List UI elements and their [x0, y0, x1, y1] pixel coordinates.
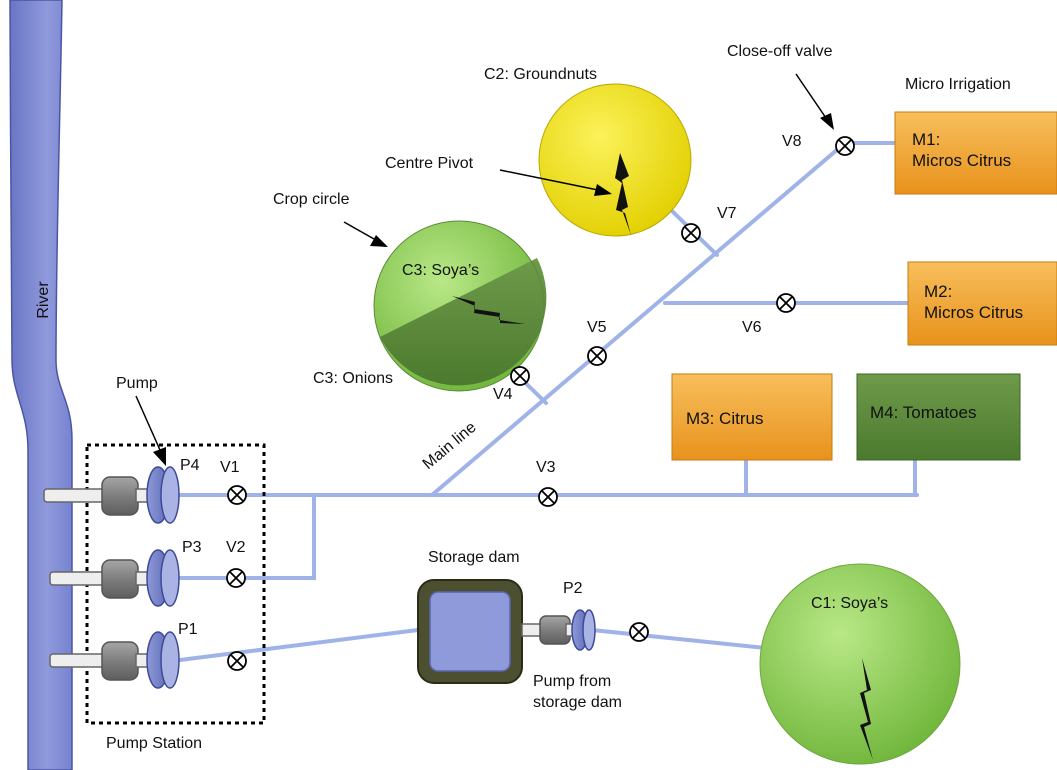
storage-dam-label: Storage dam: [428, 549, 520, 566]
valve-v6: [776, 293, 796, 313]
main-line-label: Main line: [420, 419, 480, 473]
box-m2: M2: Micros Citrus: [907, 261, 1057, 346]
valve-v3-label: V3: [536, 459, 556, 476]
pump-from-dam-line1: Pump from: [533, 673, 611, 690]
valve-v-p1: [227, 651, 247, 671]
c1-label: C1: Soya’s: [811, 595, 888, 612]
pump-p3: [49, 549, 180, 607]
pump-head-front: [160, 549, 180, 607]
c2-field: [538, 83, 692, 237]
crop-circle-arrow: [343, 221, 388, 247]
motor: [101, 641, 139, 681]
crop-circle-label: Crop circle: [273, 191, 350, 208]
centre-pivot-label: Centre Pivot: [385, 155, 474, 172]
box-m4: M4: Tomatoes: [856, 373, 1021, 461]
valve-v4-label: V4: [493, 386, 513, 403]
c1-field: [759, 563, 961, 765]
c3-soya-label: C3: Soya’s: [402, 262, 479, 279]
valve-v3: [538, 487, 558, 507]
m2-line1: M2:: [924, 282, 952, 301]
c3-onions-label: C3: Onions: [313, 370, 393, 387]
pipe-p3-connector: [178, 493, 316, 580]
centre-pivot-c1: [860, 658, 873, 760]
motor: [101, 476, 139, 516]
valve-v6-label: V6: [742, 319, 762, 336]
close-off-valve-arrow: [795, 73, 834, 130]
motor: [101, 559, 139, 599]
pump-p2-label: P2: [563, 580, 583, 597]
valve-v7: [681, 223, 701, 243]
pump-p1: [49, 631, 180, 689]
pump-head-front: [160, 466, 180, 524]
valve-v-c1: [629, 622, 649, 642]
valve-v1: [227, 485, 247, 505]
crop-circle-c1: [759, 563, 961, 765]
river-label: River: [35, 281, 52, 319]
pump-head-front: [160, 631, 180, 689]
valve-v2-label: V2: [226, 539, 246, 556]
box-m3: M3: Citrus: [671, 373, 833, 461]
m1-line1: M1:: [912, 130, 940, 149]
valve-v4: [510, 366, 530, 386]
pump-arrow: [135, 395, 166, 466]
m3-label: M3: Citrus: [686, 409, 763, 428]
m4-label: M4: Tomatoes: [870, 403, 976, 422]
pump-label: Pump: [116, 375, 158, 392]
micro-irrigation-label: Micro Irrigation: [905, 76, 1011, 93]
valve-v8: [835, 136, 855, 156]
valve-v1-label: V1: [220, 459, 240, 476]
pump-p4-label: P4: [180, 457, 200, 474]
c3-onions-field: [380, 258, 547, 386]
pump-station-label: Pump Station: [106, 735, 202, 752]
pump-from-dam-line2: storage dam: [533, 694, 622, 711]
valve-v2: [226, 568, 246, 588]
box-m1: M1: Micros Citrus: [894, 111, 1057, 195]
pipe-main-line-diagonal: [430, 141, 847, 497]
crop-circle-c2: [538, 83, 692, 237]
pump-p4: [43, 466, 180, 524]
valve-v7-label: V7: [717, 205, 737, 222]
centre-pivot-c3: [452, 296, 525, 324]
pump-p3-label: P3: [182, 539, 202, 556]
close-off-valve-label: Close-off valve: [727, 43, 833, 60]
m1-line2: Micros Citrus: [912, 151, 1011, 170]
valve-v5-label: V5: [587, 319, 607, 336]
centre-pivot-arrow: [499, 169, 612, 196]
centre-pivot-c2: [615, 153, 631, 235]
m2-line2: Micros Citrus: [924, 303, 1023, 322]
pump-p1-label: P1: [178, 621, 198, 638]
pump-p2: [521, 609, 596, 651]
valve-v5: [587, 346, 607, 366]
storage-dam: [417, 579, 523, 684]
pipe-p1-dam: [178, 628, 420, 662]
crop-circle-c3: [373, 220, 547, 392]
valve-v8-label: V8: [782, 133, 802, 150]
c2-label: C2: Groundnuts: [484, 66, 597, 83]
